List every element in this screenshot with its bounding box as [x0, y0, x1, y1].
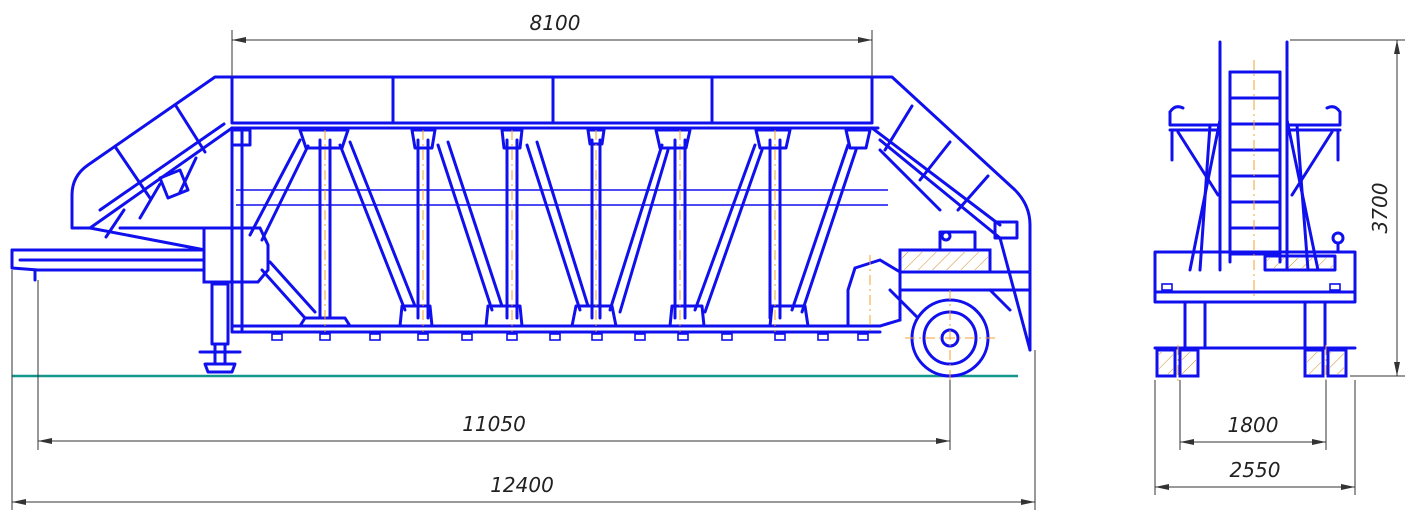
- dimension-track-label: 1800: [1228, 413, 1279, 437]
- bottom-bolts: [271, 333, 869, 341]
- side-view: 8100 11050 12400: [10, 11, 1036, 510]
- support-leg: [198, 282, 242, 374]
- front-view-arms: [1168, 60, 1345, 300]
- dimension-top-width: 8100: [231, 11, 873, 77]
- front-view-ladder: [1188, 40, 1320, 272]
- rear-wheel: [905, 290, 995, 385]
- dimension-height-label: 3700: [1368, 183, 1392, 234]
- dimension-top-width-label: 8100: [530, 11, 581, 35]
- front-view: 3700 1800 2550: [1153, 39, 1405, 495]
- left-stair-ramp: [70, 75, 234, 239]
- rear-axle-assembly: [846, 230, 1032, 332]
- drawbar: [10, 226, 207, 282]
- coupling-block: [202, 215, 270, 300]
- dimension-wheelbase-label: 11050: [462, 412, 526, 436]
- dimension-overall-width: 2550: [1154, 380, 1356, 495]
- dimension-track: 1800: [1179, 380, 1327, 450]
- front-view-wheels: [1155, 345, 1348, 385]
- right-stair: [870, 75, 1032, 352]
- truss-frame: [230, 126, 888, 341]
- dimension-overall-width-label: 2550: [1230, 458, 1281, 482]
- dimension-height: 3700: [1290, 39, 1405, 377]
- dimension-wheelbase: 11050: [37, 280, 951, 450]
- dimension-overall-length-label: 12400: [490, 473, 554, 497]
- dimension-overall-length: 12400: [11, 270, 1036, 510]
- top-deck: [230, 75, 880, 130]
